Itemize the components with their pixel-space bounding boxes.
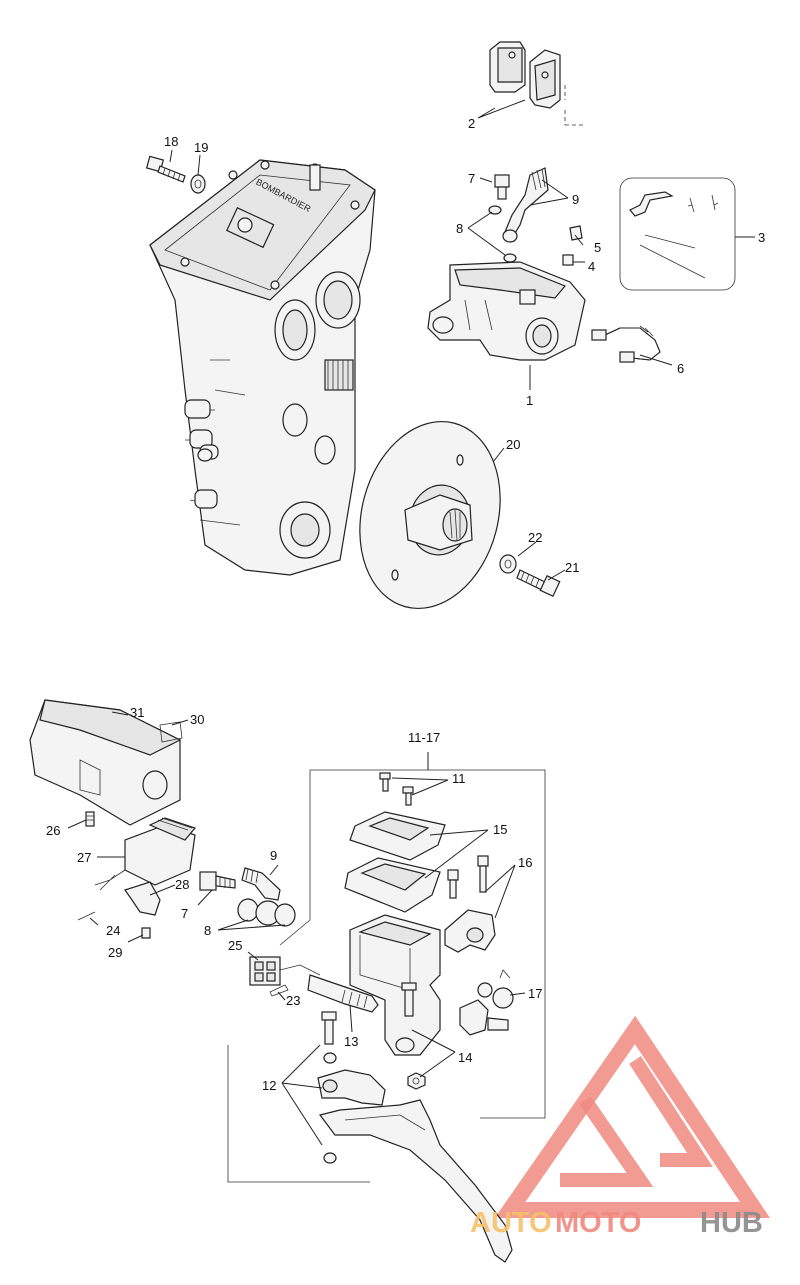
- brake-caliper: [427, 261, 586, 361]
- callout-7-upper: 7: [468, 171, 475, 186]
- switch-screw: [77, 911, 96, 921]
- reservoir-diaphragm: [344, 857, 441, 913]
- logo-triangle-mid: [629, 1056, 713, 1167]
- gearbox-cover-bolt: [145, 155, 186, 183]
- set-screw: [85, 811, 95, 827]
- bracket-screw: [141, 927, 151, 939]
- gearbox-bolt-washer: [190, 174, 206, 194]
- callout-3: 3: [758, 230, 765, 245]
- callout-24: 24: [106, 923, 120, 938]
- callout-4: 4: [588, 259, 595, 274]
- callout-17: 17: [528, 986, 542, 1001]
- callout-13: 13: [344, 1034, 358, 1049]
- connector-clip: [269, 984, 289, 997]
- callout-9-lower: 9: [270, 848, 277, 863]
- callout-1: 1: [526, 393, 533, 408]
- callout-30: 30: [190, 712, 204, 727]
- leader-lines: [67, 99, 755, 1146]
- clamp-bolts: [447, 855, 489, 899]
- callout-25: 25: [228, 938, 242, 953]
- callout-28: 28: [175, 877, 189, 892]
- disc-washer: [499, 554, 517, 574]
- callout-9-upper: 9: [572, 192, 579, 207]
- callout-31: 31: [130, 705, 144, 720]
- wordmark-hub: HUB: [700, 1207, 763, 1239]
- handlebar-clamp: [444, 909, 496, 953]
- dust-boot: [459, 969, 514, 1036]
- callout-23: 23: [286, 993, 300, 1008]
- lever-adjuster: [317, 1052, 386, 1164]
- brake-line: [591, 325, 661, 363]
- automotohub-wordmark: AUTO MOTO HUB: [470, 1207, 763, 1239]
- warning-label: [159, 721, 183, 743]
- reservoir-cover-screws: [379, 772, 414, 806]
- logo-triangle-outer: [494, 1015, 770, 1218]
- switch-connector: [249, 956, 321, 986]
- lower-sealing-washers: [237, 898, 296, 927]
- bleeder-cap: [569, 225, 583, 241]
- lower-banjo-bolt: [199, 871, 236, 891]
- callout-5: 5: [594, 240, 601, 255]
- master-cylinder-body: [349, 914, 441, 1056]
- callout-12: 12: [262, 1078, 276, 1093]
- callout-11: 11: [452, 771, 466, 786]
- callout-16: 16: [518, 855, 532, 870]
- bleeder-screw: [562, 254, 574, 266]
- lower-banjo-hose: [241, 867, 281, 901]
- disc-bolt: [516, 569, 561, 598]
- callout-8-lower: 8: [204, 923, 211, 938]
- callout-27: 27: [77, 850, 91, 865]
- callout-19: 19: [194, 140, 208, 155]
- callout-18: 18: [164, 134, 178, 149]
- gearbox-housing: BOMBARDIER: [149, 159, 376, 576]
- callout-20: 20: [506, 437, 520, 452]
- brake-pads: [489, 41, 585, 126]
- callout-7-lower: 7: [181, 906, 188, 921]
- caliper-bolt: [494, 174, 510, 200]
- callout-22: 22: [528, 530, 542, 545]
- callout-6: 6: [677, 361, 684, 376]
- brake-light-switch: [94, 817, 197, 891]
- pin-kit-box: [619, 177, 736, 291]
- callout-8-upper: 8: [456, 221, 463, 236]
- brake-lever: [318, 1099, 513, 1263]
- callout-26: 26: [46, 823, 60, 838]
- reservoir-cover: [349, 811, 446, 861]
- wordmark-moto: MOTO: [555, 1207, 641, 1239]
- callout-29: 29: [108, 945, 122, 960]
- callout-11-17: 11-17: [408, 730, 440, 745]
- master-cylinder-cover: [29, 699, 182, 826]
- brake-disc: [359, 420, 501, 610]
- banjo-hose-fitting: [502, 167, 549, 243]
- wordmark-auto: AUTO: [470, 1207, 552, 1239]
- master-cylinder-piston: [307, 974, 379, 1013]
- callout-2: 2: [468, 116, 475, 131]
- callout-15: 15: [493, 822, 507, 837]
- switch-bracket: [124, 881, 161, 916]
- callout-14: 14: [458, 1050, 472, 1065]
- lever-pivot-bolt: [321, 1011, 337, 1045]
- logo-triangle-inner: [560, 1096, 654, 1187]
- callout-numbers: 1 2 3 4 5 6 7 8 9 18 19 20 22 21 31 30 2…: [46, 116, 765, 1093]
- automotohub-logo: [494, 1015, 770, 1218]
- callout-21: 21: [565, 560, 579, 575]
